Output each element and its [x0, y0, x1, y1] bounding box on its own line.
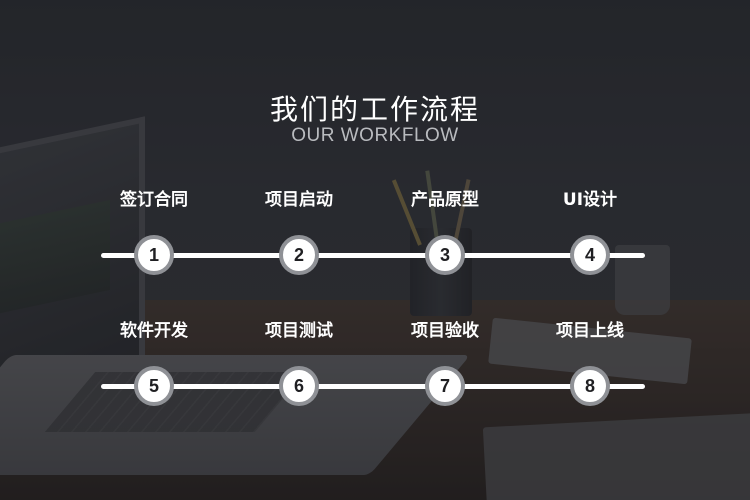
- workflow-step-6: 项目测试 6: [239, 316, 359, 406]
- step-number: 4: [584, 244, 595, 265]
- step-number-badge: 8: [570, 366, 610, 406]
- step-number-badge: 2: [279, 235, 319, 275]
- step-number-badge: 7: [425, 366, 465, 406]
- workflow-step-3: 产品原型 3: [385, 185, 505, 275]
- step-number-badge: 3: [425, 235, 465, 275]
- step-number-badge: 4: [570, 235, 610, 275]
- step-label: 签订合同: [120, 190, 188, 210]
- workflow-step-2: 项目启动 2: [239, 185, 359, 275]
- step-number: 7: [439, 375, 450, 396]
- workflow-step-4: UI设计 4: [530, 185, 650, 275]
- step-label: UI设计: [562, 190, 618, 210]
- page-title: 我们的工作流程: [269, 93, 480, 126]
- step-number-badge: 6: [279, 366, 319, 406]
- workflow-row-1: 签订合同 1 项目启动 2 产品原型 3 UI设计 4: [0, 185, 750, 275]
- step-number: 3: [439, 244, 450, 265]
- workflow-step-7: 项目验收 7: [385, 316, 505, 406]
- step-number: 6: [293, 375, 304, 396]
- workflow-step-1: 签订合同 1: [94, 185, 214, 275]
- workflow-step-5: 软件开发 5: [94, 316, 214, 406]
- step-number-badge: 5: [134, 366, 174, 406]
- step-label: 项目测试: [265, 321, 333, 341]
- step-number: 2: [293, 244, 304, 265]
- step-label: 项目验收: [411, 321, 479, 341]
- step-number: 1: [148, 244, 159, 265]
- step-label: 产品原型: [411, 190, 479, 210]
- workflow-row-2: 软件开发 5 项目测试 6 项目验收 7 项目上线 8: [0, 316, 750, 406]
- step-number: 5: [148, 375, 159, 396]
- workflow-line: [101, 384, 645, 389]
- workflow-step-8: 项目上线 8: [530, 316, 650, 406]
- step-number: 8: [584, 375, 595, 396]
- step-label: 项目启动: [265, 190, 333, 210]
- page-subtitle: OUR WORKFLOW: [291, 125, 459, 146]
- step-label: 软件开发: [120, 321, 188, 341]
- workflow-line: [101, 253, 645, 258]
- step-label: 项目上线: [556, 321, 624, 341]
- step-number-badge: 1: [134, 235, 174, 275]
